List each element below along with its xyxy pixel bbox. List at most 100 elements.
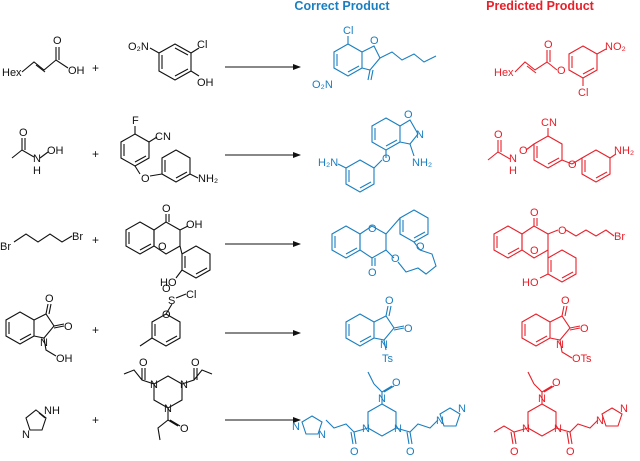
reactant-a-label: N (22, 429, 30, 441)
reactant-b-label: O (180, 423, 189, 435)
predicted-product-label: O (568, 159, 577, 171)
reactant-a-label: OH (68, 65, 85, 77)
correct-product-label: N (394, 423, 402, 435)
predicted-product-structure (493, 371, 623, 445)
reactant-b-structure (125, 214, 211, 279)
correct-product-structure (345, 305, 405, 351)
correct-product-label: O (391, 253, 400, 265)
reactant-b-label: O (162, 203, 171, 215)
reactant-a-structure (21, 47, 69, 73)
reactant-a-label: O (53, 35, 62, 47)
reactant-b-label: Cl (186, 289, 196, 301)
correct-product-label: O (368, 223, 377, 235)
correct-product-label: O (382, 153, 391, 165)
correct-product-label: N (378, 393, 386, 405)
reactant-a-label: Hex (2, 67, 22, 79)
reactant-a-structure (5, 303, 65, 357)
predicted-product-label: O (557, 65, 566, 77)
predicted-product-label: O (561, 295, 570, 307)
correct-product-label: O (392, 377, 401, 389)
reactant-b-structure (139, 293, 187, 347)
reactant-b-label: F (132, 115, 139, 127)
reactant-a-label: Br (0, 241, 11, 253)
reactant-a-label: OH (56, 353, 73, 365)
correct-product-header: Correct Product (294, 0, 390, 13)
predicted-product-label: N (554, 423, 562, 435)
correct-product-structure (301, 371, 461, 445)
correct-product-structure (333, 36, 437, 81)
reaction-row-2: O N H OH + F CN O NH₂ O N NH₂ O (11, 109, 634, 193)
reactant-b-label: HO (160, 277, 177, 289)
reactant-b-structure (123, 368, 213, 441)
reactant-b-label: O (141, 173, 150, 185)
reaction-row-3: Br Br + O OH O HO O O O O (0, 203, 625, 289)
correct-product-label: N (292, 421, 300, 433)
predicted-product-label: O (566, 446, 575, 458)
correct-product-label: O₂N (312, 79, 333, 91)
reactant-a-label: H (33, 165, 41, 177)
reaction-row-4: O O N OH + O S O Cl O O N Ts (5, 283, 592, 365)
reactant-a-structure (25, 409, 47, 431)
reactant-b-label: O (139, 357, 148, 369)
reactant-a-structure (11, 138, 49, 159)
correct-product-label: H₂N (318, 157, 338, 169)
reactant-b-label: O (158, 241, 167, 253)
reactant-b-structure (149, 43, 200, 81)
predicted-product-label: N (522, 423, 530, 435)
predicted-product-label: O (519, 145, 528, 157)
correct-product-label: O (404, 323, 413, 335)
reactant-b-label: O (162, 283, 171, 295)
correct-product-label: N (380, 339, 388, 351)
predicted-product-label: H (509, 165, 517, 177)
reactant-b-label: S (168, 295, 175, 307)
predicted-product-label: N (556, 339, 564, 351)
reaction-row-1: Hex O OH + O₂N Cl OH Cl O O₂N (2, 25, 626, 99)
predicted-product-label: OTs (572, 353, 592, 365)
reactant-a-structure (13, 233, 73, 243)
correct-product-label: O (350, 446, 359, 458)
predicted-product-structure (493, 218, 615, 283)
correct-product-label: N (416, 129, 424, 141)
reactant-b-label: N (164, 403, 172, 415)
predicted-product-label: N (538, 393, 546, 405)
reactant-a-label: NH (44, 405, 60, 417)
predicted-product-label: O (530, 245, 539, 257)
correct-product-label: N (436, 415, 444, 427)
reactant-b-label: O₂N (128, 41, 149, 53)
reactant-a-label: Br (72, 231, 83, 243)
reactant-a-label: O (19, 127, 28, 139)
predicted-product-label: O (510, 446, 519, 458)
reactant-a-label: N (40, 337, 48, 349)
predicted-product-label: CN (541, 117, 557, 129)
correct-product-label: N (362, 423, 370, 435)
correct-product-label: O (370, 35, 379, 47)
correct-product-structure (331, 209, 437, 275)
reactant-b-label: OH (197, 77, 214, 89)
plus-sign: + (92, 233, 99, 247)
reactant-b-label: Cl (197, 39, 207, 51)
predicted-product-label: Br (614, 231, 625, 243)
predicted-product-label: Hex (494, 67, 514, 79)
correct-product-label: O (416, 241, 425, 253)
correct-product-label: O (406, 446, 415, 458)
predicted-product-label: O (558, 225, 567, 237)
correct-product-structure (337, 117, 419, 193)
reactant-a-label: OH (47, 145, 64, 157)
predicted-product-label: O (580, 323, 589, 335)
reactant-a-label: O (64, 321, 73, 333)
predicted-product-label: Cl (578, 87, 588, 99)
predicted-product-label: NO₂ (605, 41, 626, 53)
plus-sign: + (92, 147, 99, 161)
predicted-product-label: O (552, 377, 561, 389)
predicted-product-label: N (596, 415, 604, 427)
plus-sign: + (92, 413, 99, 427)
reactant-a-label: N (33, 153, 41, 165)
plus-sign: + (92, 61, 99, 75)
reactant-b-label: O (191, 357, 200, 369)
predicted-product-structure (514, 45, 607, 86)
correct-product-label: Cl (343, 25, 353, 37)
correct-product-label: Ts (382, 353, 394, 365)
correct-product-label: O (385, 295, 394, 307)
predicted-product-structure (487, 128, 617, 183)
